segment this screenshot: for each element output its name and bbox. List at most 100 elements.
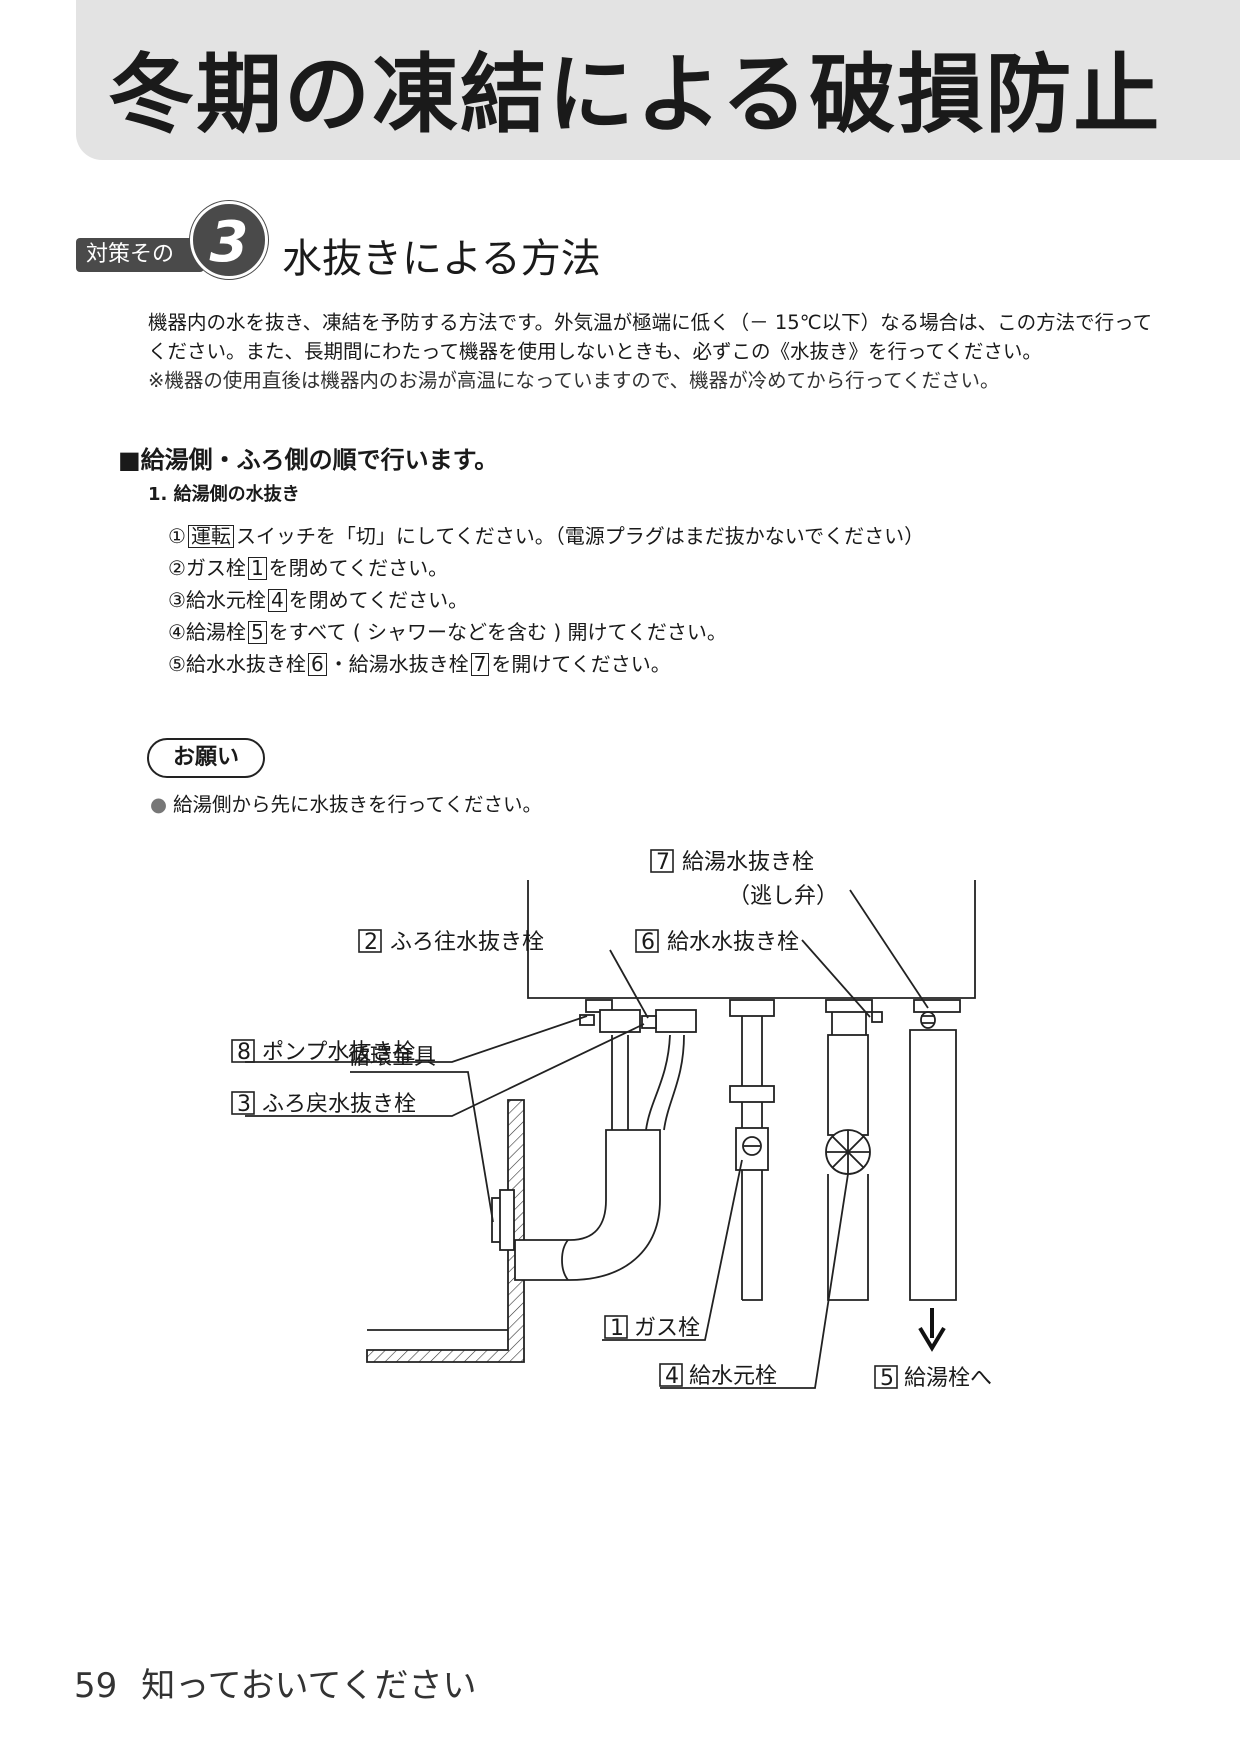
step-text: をすべて ( シャワーなどを含む ) 開けてください。 <box>268 620 727 644</box>
label-8-number: 8 <box>237 1040 251 1065</box>
wall <box>366 1099 525 1363</box>
step-text: ③給水元栓 <box>168 588 266 612</box>
relief-valve <box>920 1011 936 1029</box>
step-title: 1. 給湯側の水抜き <box>148 484 300 505</box>
title-band <box>76 0 1240 160</box>
step-number: ① <box>168 524 186 548</box>
label-4-box <box>659 1363 683 1387</box>
label-7-number: 7 <box>656 850 670 875</box>
request-note: ●給湯側から先に水抜きを行ってください。 <box>150 788 542 817</box>
water-pipe-neck <box>831 1012 867 1035</box>
label-circulation-fitting: 循環金具 <box>348 1045 436 1070</box>
circulation-fitting-plate <box>499 1189 515 1251</box>
label-2-box <box>358 929 382 953</box>
label-6: 給水水抜き栓 <box>667 930 799 955</box>
gas-fitting <box>729 999 775 1017</box>
label-5-number: 5 <box>880 1366 894 1391</box>
part-number-box: 4 <box>267 589 287 612</box>
part-number-box: 6 <box>307 653 327 676</box>
request-badge: お願い <box>147 738 265 778</box>
label-4-number: 4 <box>665 1364 679 1389</box>
bullet-icon: ● <box>150 793 168 816</box>
label-5: 給湯栓へ <box>904 1366 992 1391</box>
bath-pipe-insulation <box>514 1129 661 1281</box>
leader-3 <box>245 1023 645 1117</box>
step-text: スイッチを「切」にしてください。（電源プラグはまだ抜かないでください） <box>235 524 925 548</box>
part-number-box: 7 <box>470 653 490 676</box>
gas-valve <box>735 1127 769 1171</box>
step-text: ②ガス栓 <box>168 556 246 580</box>
water-drain-plug <box>871 1011 883 1023</box>
down-arrow-icon <box>918 1308 946 1352</box>
label-3: ふろ戻水抜き栓 <box>262 1092 416 1117</box>
step-text: ・給湯水抜き栓 <box>328 652 469 676</box>
measure-badge: 対策その 3 <box>76 201 272 279</box>
label-5-box <box>874 1365 898 1389</box>
pipe-cut-mark <box>561 1239 569 1281</box>
section-heading: 水抜きによる方法 <box>282 236 601 282</box>
label-7-sub: （逃し弁） <box>728 884 838 909</box>
label-6-box <box>635 929 659 953</box>
label-7: 給湯水抜き栓 <box>682 850 814 875</box>
page-number: 59 <box>74 1666 118 1706</box>
hot-water-fitting <box>913 999 961 1013</box>
operation-key-label: 運転 <box>187 525 234 548</box>
footer-section-title: 知っておいてください <box>141 1666 477 1706</box>
label-2-number: 2 <box>364 930 378 955</box>
water-heater-body <box>527 880 976 999</box>
request-note-text: 給湯側から先に水抜きを行ってください。 <box>173 793 542 816</box>
leader-8 <box>245 1015 588 1063</box>
intro-line: ください。また、長期間にわたって機器を使用しないときも、必ずこの《水抜き》を行っ… <box>148 340 1042 363</box>
gas-pipe-upper <box>741 1016 763 1128</box>
page-title: 冬期の凍結による破損防止 <box>108 45 1162 145</box>
intro-note: ※機器の使用直後は機器内のお湯が高温になっていますので、機器が冷めてから行ってく… <box>148 369 1000 392</box>
intro-line: 機器内の水を抜き、凍結を予防する方法です。外気温が極端に低く（－ 15℃以下）な… <box>148 311 1153 334</box>
leader-fitting <box>350 1071 494 1223</box>
bath-pipe-return <box>645 1034 671 1131</box>
bath-return-fitting <box>655 1009 697 1033</box>
label-7-box <box>650 849 674 873</box>
gas-pipe-lower <box>741 1170 763 1301</box>
leader-2 <box>609 949 649 1019</box>
label-6-number: 6 <box>641 930 655 955</box>
step-text: ④給湯栓 <box>168 620 246 644</box>
bath-out-fitting <box>599 1009 641 1033</box>
label-2: ふろ往水抜き栓 <box>390 930 544 955</box>
part-number-box: 5 <box>247 621 267 644</box>
measure-badge-label: 対策その <box>76 238 204 272</box>
part-number-box: 1 <box>247 557 267 580</box>
leader-6 <box>801 939 871 1018</box>
hot-water-pipe <box>909 1029 957 1301</box>
pump-drain-fitting <box>585 999 613 1013</box>
bath-return-plug <box>641 1015 657 1029</box>
step-text: を閉めてください。 <box>268 556 449 580</box>
bath-pipe-return-inner <box>663 1034 685 1131</box>
step-text: を閉めてください。 <box>288 588 469 612</box>
gas-valve-knob <box>742 1136 762 1156</box>
label-8-box <box>231 1039 255 1063</box>
label-1-box <box>604 1315 628 1339</box>
label-8: ポンプ水抜き栓 <box>262 1040 415 1065</box>
leader-4 <box>660 1173 849 1389</box>
label-1-number: 1 <box>610 1316 624 1341</box>
intro-text: 機器内の水を抜き、凍結を予防する方法です。外気温が極端に低く（－ 15℃以下）な… <box>148 308 1188 395</box>
diagram-labels: 7 給湯水抜き栓 （逃し弁） 2 ふろ往水抜き栓 6 給水水抜き栓 8 ポンプ水… <box>231 849 992 1391</box>
leader-1 <box>602 1159 743 1341</box>
leader-7 <box>849 889 929 1009</box>
measure-badge-number: 3 <box>190 201 268 279</box>
label-1: ガス栓 <box>634 1316 700 1341</box>
label-3-number: 3 <box>237 1092 251 1117</box>
water-fitting <box>825 999 873 1013</box>
step-text: ⑤給水水抜き栓 <box>168 652 306 676</box>
water-pipe-lower <box>827 1174 869 1301</box>
pump-drain-plug <box>579 1014 595 1026</box>
gas-union <box>729 1085 775 1103</box>
step-text: を開けてください。 <box>491 652 671 676</box>
order-subheading: ■給湯側・ふろ側の順で行います。 <box>118 446 499 474</box>
label-4: 給水元栓 <box>689 1364 777 1389</box>
